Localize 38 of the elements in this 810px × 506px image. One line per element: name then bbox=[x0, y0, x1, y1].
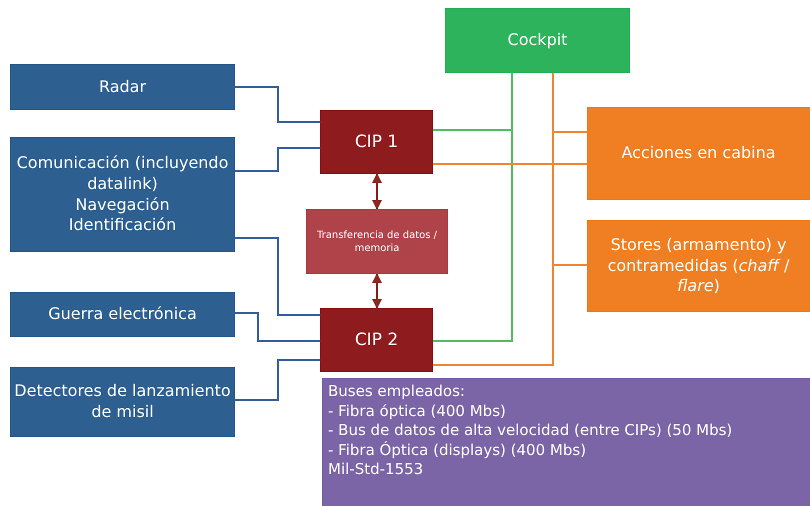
connector-line bbox=[235, 237, 320, 316]
bus-list-line: - Fibra Óptica (displays) (400 Mbs) bbox=[328, 440, 586, 460]
double-arrow bbox=[372, 273, 382, 309]
bus-list-line: Mil-Std-1553 bbox=[328, 460, 424, 480]
processor-box bbox=[320, 308, 433, 372]
node-label: Acciones en cabina bbox=[621, 143, 776, 164]
connector-line bbox=[235, 312, 320, 342]
connector-line bbox=[235, 359, 320, 401]
transfer-box bbox=[306, 209, 448, 274]
connector-line bbox=[433, 264, 587, 366]
node-label: Comunicación (incluyendo datalink) bbox=[16, 152, 230, 194]
bus-list-line: - Bus de datos de alta velocidad (entre CIPs) (50 Mbs) bbox=[328, 421, 732, 440]
sensor-box bbox=[10, 137, 235, 252]
bus-list-line: - Fibra óptica (400 Mbs) bbox=[328, 402, 506, 421]
sensor-box bbox=[10, 367, 235, 437]
connector-line bbox=[433, 163, 587, 165]
bus-list-line: Buses empleados: bbox=[328, 382, 465, 402]
buses-panel bbox=[322, 378, 810, 506]
node-label: Navegación bbox=[75, 194, 170, 216]
node-label: Stores (armamento) y contramedidas (chaff / flare) bbox=[606, 234, 790, 298]
node-label: Transferencia de datos / memoria bbox=[316, 228, 438, 254]
node-label: CIP 2 bbox=[354, 328, 398, 352]
node-label: CIP 1 bbox=[354, 130, 398, 154]
cockpit-box bbox=[445, 8, 630, 73]
connector-line bbox=[235, 147, 320, 172]
sensor-box bbox=[10, 292, 235, 337]
processor-box bbox=[320, 110, 433, 174]
node-label: Cockpit bbox=[508, 30, 568, 51]
connector-line bbox=[235, 86, 320, 123]
node-label: Identificación bbox=[68, 215, 176, 236]
output-box bbox=[587, 220, 810, 312]
double-arrow bbox=[372, 173, 382, 210]
node-label: Radar bbox=[98, 76, 146, 98]
connector-line bbox=[433, 73, 513, 342]
sensor-box bbox=[10, 64, 235, 110]
node-label: Guerra electrónica bbox=[48, 304, 197, 325]
node-label: Detectores de lanzamiento de misil bbox=[14, 381, 231, 423]
output-box bbox=[587, 107, 810, 200]
